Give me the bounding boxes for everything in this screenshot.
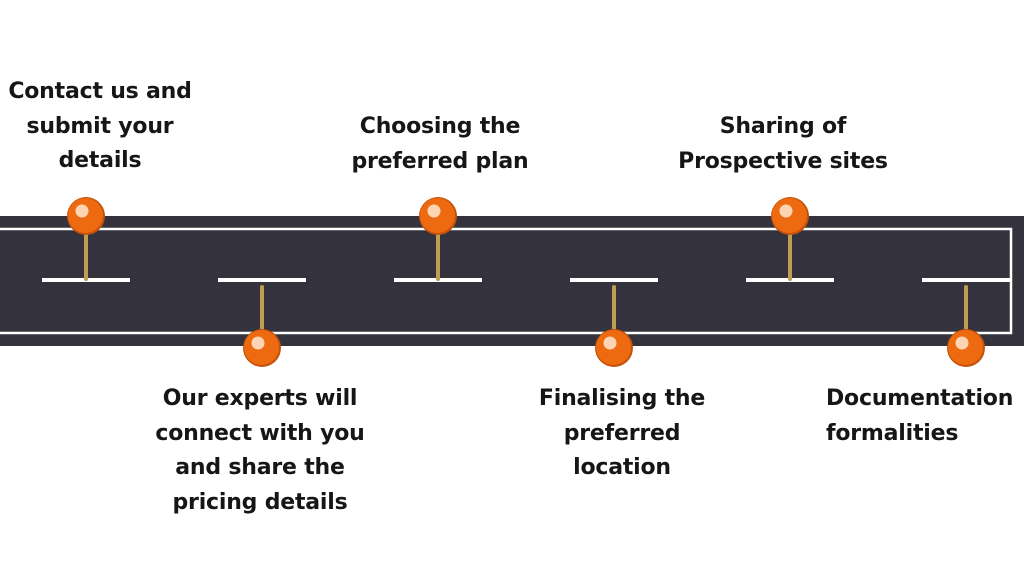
step-4-line-3: location <box>573 455 671 480</box>
step-5-line-2: Prospective sites <box>678 148 888 174</box>
pin-needle <box>436 230 440 281</box>
pin-icon <box>771 197 809 281</box>
step-1-line-2: submit your <box>26 113 174 139</box>
step-4-line-1: Finalising the <box>538 386 706 411</box>
pin-icon <box>67 197 105 281</box>
pin-icon <box>947 285 985 367</box>
pin-highlight <box>251 336 265 350</box>
step-2-label: Our experts will connect with you and sh… <box>140 382 380 520</box>
pin-needle <box>788 230 792 281</box>
step-1-line-3: details <box>58 148 142 173</box>
step-5-label: Sharing of Prospective sites <box>668 110 898 179</box>
road <box>0 216 1024 346</box>
pin-needle <box>260 285 264 334</box>
step-2-line-3: and share the <box>175 455 345 480</box>
step-6-line-2: formalities <box>826 420 959 446</box>
pin-icon <box>243 285 281 367</box>
step-1-line-1: Contact us and <box>8 79 192 104</box>
step-4-line-2: preferred <box>563 420 681 446</box>
pin-highlight <box>603 336 617 350</box>
pin-highlight <box>779 204 793 218</box>
step-2-line-1: Our experts will <box>162 386 358 411</box>
step-3-line-2: preferred plan <box>351 148 529 174</box>
pin-needle <box>964 285 968 334</box>
step-3-line-1: Choosing the <box>359 114 521 139</box>
lane-marking <box>922 278 1010 282</box>
step-pins <box>67 197 985 367</box>
pin-icon <box>595 285 633 367</box>
step-3-label: Choosing the preferred plan <box>330 110 550 179</box>
step-2-line-2: connect with you <box>155 420 365 446</box>
pin-highlight <box>427 204 441 218</box>
step-4-label: Finalising the preferred location <box>512 382 732 486</box>
step-2-line-4: pricing details <box>172 489 348 515</box>
step-6-line-1: Documentation <box>826 386 1014 411</box>
pin-highlight <box>955 336 969 350</box>
road-edge-line <box>0 227 1013 335</box>
pin-needle <box>84 230 88 281</box>
step-6-label: Documentation formalities <box>826 382 1022 451</box>
pin-highlight <box>75 204 89 218</box>
pin-icon <box>419 197 457 281</box>
step-5-line-1: Sharing of <box>719 114 847 139</box>
lane-marking <box>218 278 306 282</box>
lane-marking <box>570 278 658 282</box>
pin-needle <box>612 285 616 334</box>
step-1-label: Contact us and submit your details <box>0 75 200 179</box>
